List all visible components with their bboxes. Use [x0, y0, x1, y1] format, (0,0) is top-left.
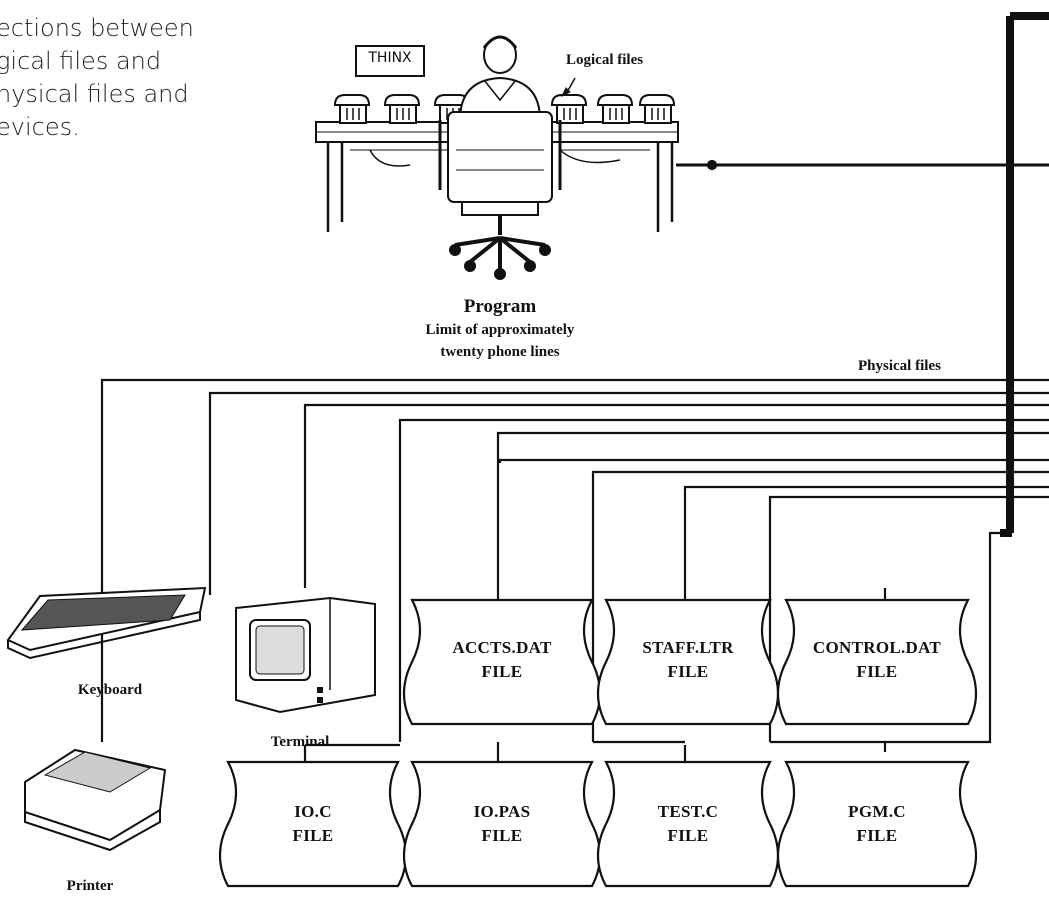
file-io-pas: IO.PAS FILE: [412, 800, 592, 848]
file-type: FILE: [606, 660, 770, 684]
program-title: Program: [440, 296, 560, 318]
keyboard-label: Keyboard: [40, 682, 180, 699]
file-test-c: TEST.C FILE: [606, 800, 770, 848]
file-name: TEST.C: [606, 800, 770, 824]
physical-files-label: Physical files: [858, 358, 941, 375]
cable-test: [685, 487, 1049, 588]
caption-line: gical files and: [0, 45, 194, 78]
person-icon: [460, 37, 540, 120]
file-type: FILE: [412, 660, 592, 684]
program-subtitle-1: Limit of approximately: [380, 322, 620, 339]
file-type: FILE: [786, 824, 968, 848]
printer-label: Printer: [20, 878, 160, 895]
file-io-c: IO.C FILE: [228, 800, 398, 848]
cable-accts: [498, 433, 1049, 588]
file-type: FILE: [786, 660, 968, 684]
file-pgm-c: PGM.C FILE: [786, 800, 968, 848]
cable-io-pas-line: [500, 460, 1049, 463]
file-name: IO.PAS: [412, 800, 592, 824]
file-accts: ACCTS.DAT FILE: [412, 636, 592, 684]
file-name: IO.C: [228, 800, 398, 824]
figure-caption: ections between gical files and hysical …: [0, 12, 194, 144]
file-type: FILE: [606, 824, 770, 848]
terminal-label: Terminal: [240, 734, 360, 751]
file-control: CONTROL.DAT FILE: [786, 636, 968, 684]
chair-icon: [440, 112, 560, 279]
file-name: PGM.C: [786, 800, 968, 824]
thinx-sign-text: THINX: [356, 50, 424, 66]
caption-line: ections between: [0, 12, 194, 45]
file-name: CONTROL.DAT: [786, 636, 968, 660]
keyboard-icon: [8, 588, 205, 658]
terminal-icon: [236, 598, 375, 712]
cable-keyboard: [210, 393, 1049, 595]
printer-icon: [25, 750, 165, 850]
file-type: FILE: [228, 824, 398, 848]
file-staff: STAFF.LTR FILE: [606, 636, 770, 684]
cable-connector: [708, 161, 716, 169]
file-name: STAFF.LTR: [606, 636, 770, 660]
program-subtitle-2: twenty phone lines: [380, 344, 620, 361]
cable-io-pas: [496, 445, 1049, 470]
caption-line: evices.: [0, 111, 194, 144]
caption-line: hysical files and: [0, 78, 194, 111]
file-name: ACCTS.DAT: [412, 636, 592, 660]
file-type: FILE: [412, 824, 592, 848]
trunk-cable: [1000, 16, 1049, 533]
logical-files-label: Logical files: [566, 52, 643, 69]
